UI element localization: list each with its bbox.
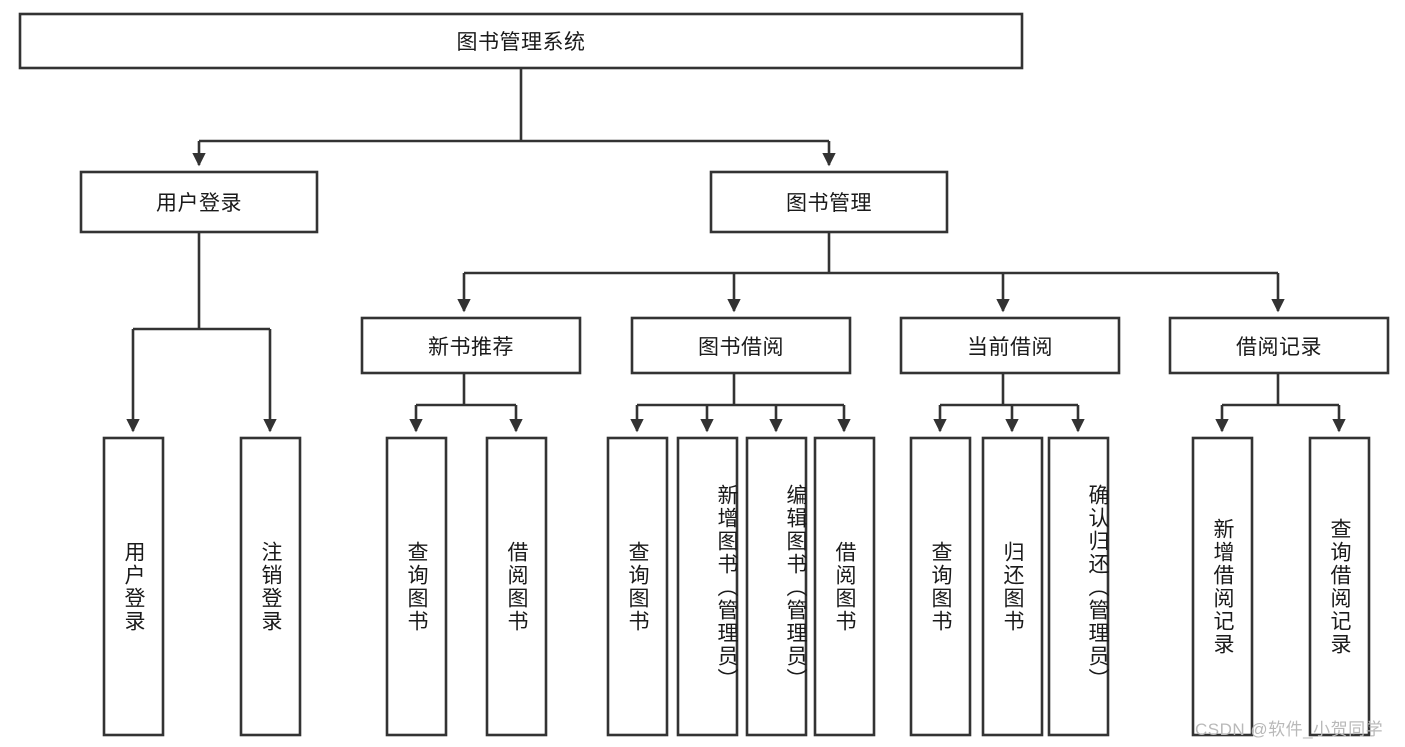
node-box-new-book-recommend[interactable] (360, 316, 582, 375)
node-box-leaf-return-book[interactable] (981, 436, 1044, 737)
node-box-leaf-query-book-recommend[interactable] (385, 436, 448, 737)
node-box-root[interactable] (18, 12, 1024, 70)
connector-group-current-borrow (933, 373, 1085, 433)
node-box-leaf-user-logout[interactable] (239, 436, 302, 737)
node-box-leaf-user-login[interactable] (102, 436, 165, 737)
node-box-borrow-record[interactable] (1168, 316, 1390, 375)
node-box-leaf-query-book-borrow[interactable] (606, 436, 669, 737)
node-box-leaf-add-book-admin[interactable] (676, 436, 739, 737)
csdn-watermark: CSDN @软件_小贺同学 (1195, 720, 1384, 739)
connector-group-book-management (457, 232, 1285, 313)
connector-group-new-book-recommend (409, 373, 523, 433)
connector-group-book-borrow (630, 373, 851, 433)
node-box-leaf-confirm-return-admin[interactable] (1047, 436, 1110, 737)
connector-group-root (192, 68, 836, 167)
node-box-book-management[interactable] (709, 170, 949, 234)
node-box-leaf-borrow-book[interactable] (813, 436, 876, 737)
node-box-book-borrow[interactable] (630, 316, 852, 375)
connector-group-borrow-record (1215, 373, 1346, 433)
node-box-leaf-query-borrow-record[interactable] (1308, 436, 1371, 737)
node-box-current-borrow[interactable] (899, 316, 1121, 375)
node-box-user-login[interactable] (79, 170, 319, 234)
node-box-leaf-add-borrow-record[interactable] (1191, 436, 1254, 737)
node-box-leaf-edit-book-admin[interactable] (745, 436, 808, 737)
node-box-leaf-query-book-current[interactable] (909, 436, 972, 737)
node-box-leaf-borrow-book-recommend[interactable] (485, 436, 548, 737)
connector-group-user-login (126, 232, 277, 433)
